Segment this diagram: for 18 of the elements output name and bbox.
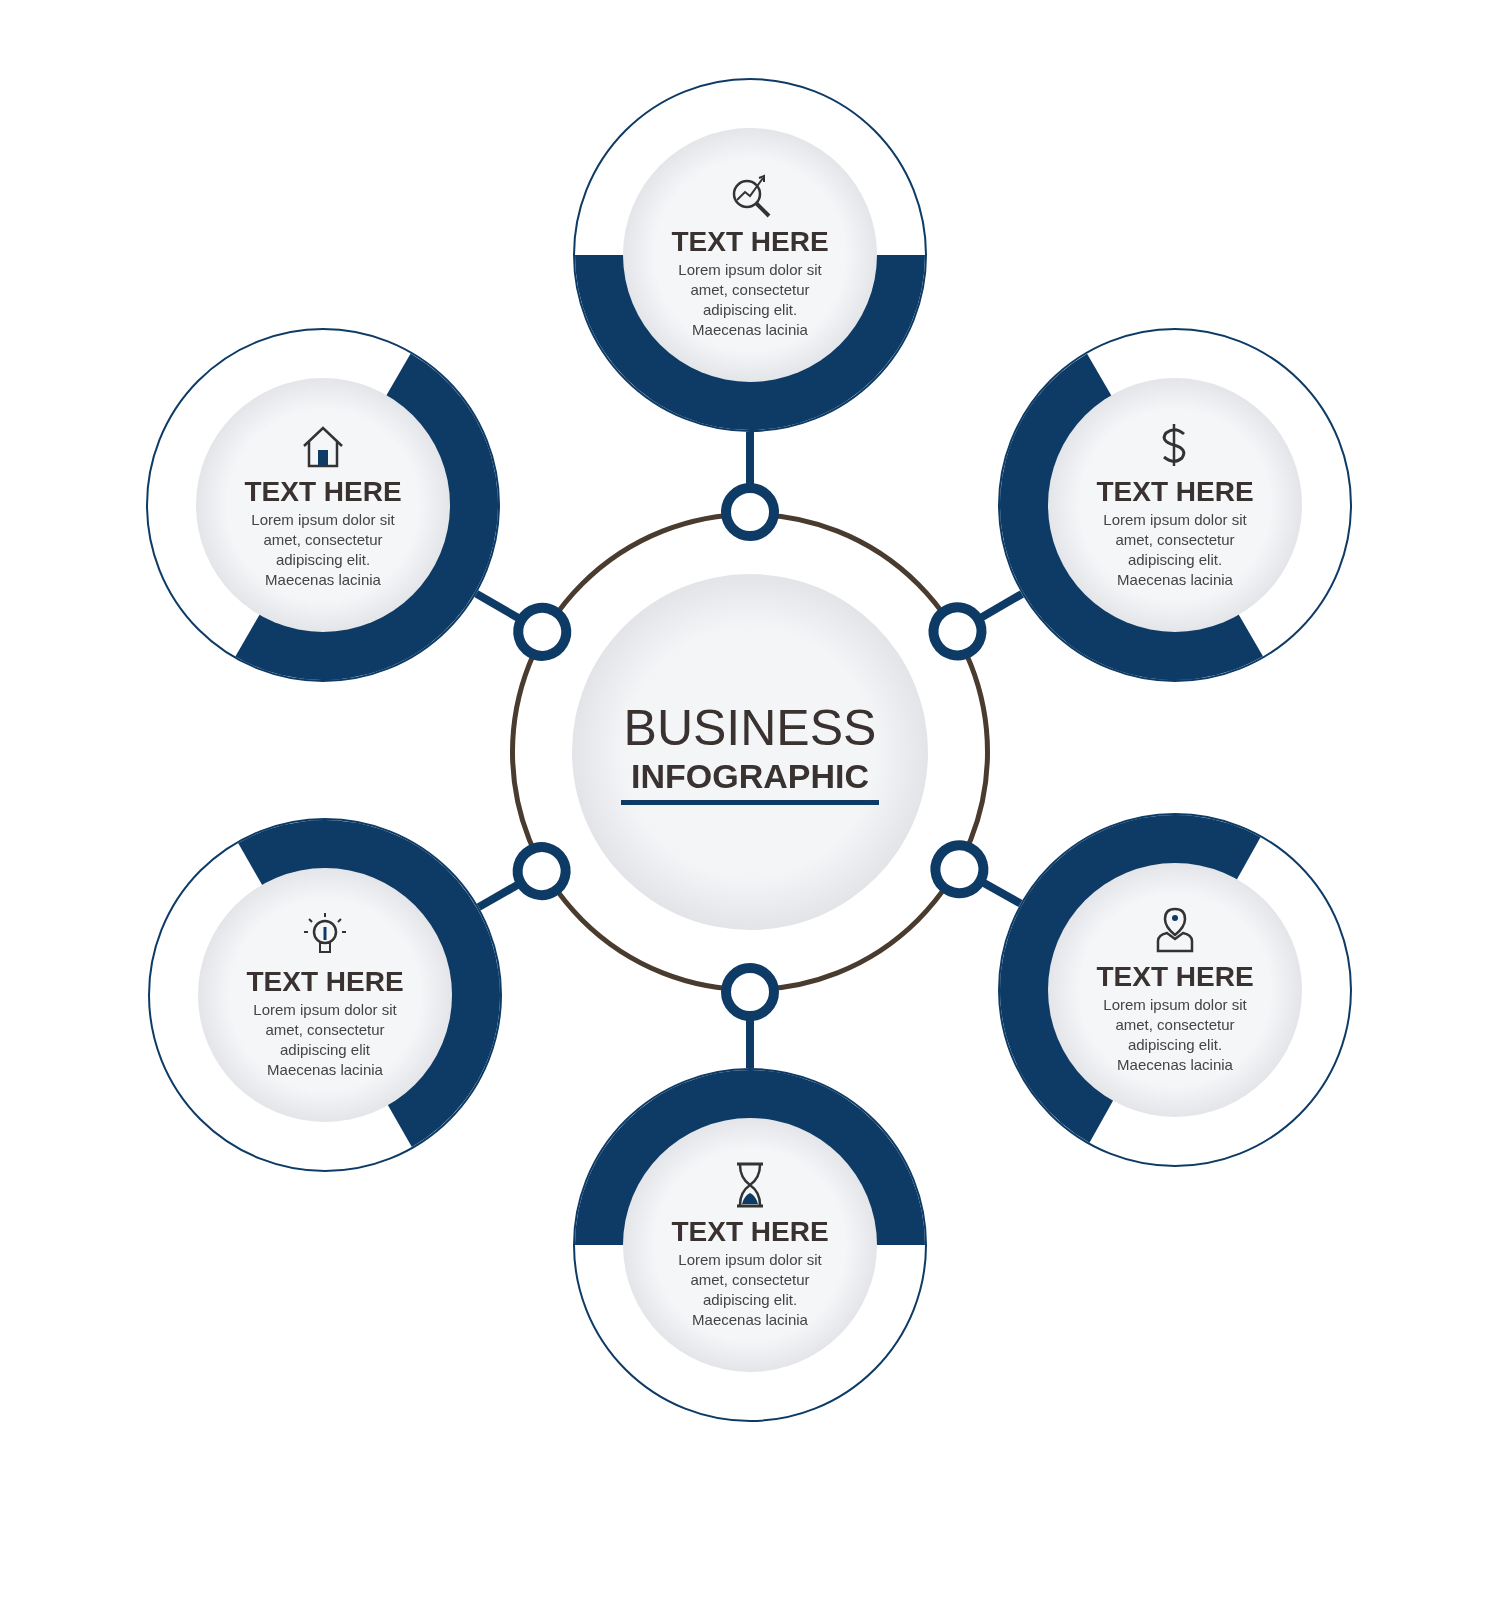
connector-line [476,842,571,911]
step-description: Lorem ipsum dolor sit amet, consectetur adipiscing elit. Maecenas lacinia [1102,995,1248,1075]
connector-line [721,432,779,541]
step-title: TEXT HERE [671,1216,829,1248]
hub-subtitle: INFOGRAPHIC [631,757,869,796]
step-title: TEXT HERE [671,226,829,258]
step-title: TEXT HERE [244,476,402,508]
step-title: TEXT HERE [246,966,404,998]
step-title: TEXT HERE [1096,961,1254,993]
step-description: Lorem ipsum dolor sit amet, consectetur adipiscing elit Maecenas lacinia [252,1000,398,1080]
hub-title: BUSINESS [623,699,877,757]
step-description: Lorem ipsum dolor sit amet, consectetur adipiscing elit. Maecenas lacinia [250,510,396,590]
step-description: Lorem ipsum dolor sit amet, consectetur adipiscing elit. Maecenas lacinia [677,260,823,340]
step-title: TEXT HERE [1096,476,1254,508]
connector-line [721,963,779,1068]
step-description: Lorem ipsum dolor sit amet, consectetur adipiscing elit. Maecenas lacinia [677,1250,823,1330]
step-description: Lorem ipsum dolor sit amet, consectetur adipiscing elit. Maecenas lacinia [1102,510,1248,590]
connector-line [930,840,1023,907]
